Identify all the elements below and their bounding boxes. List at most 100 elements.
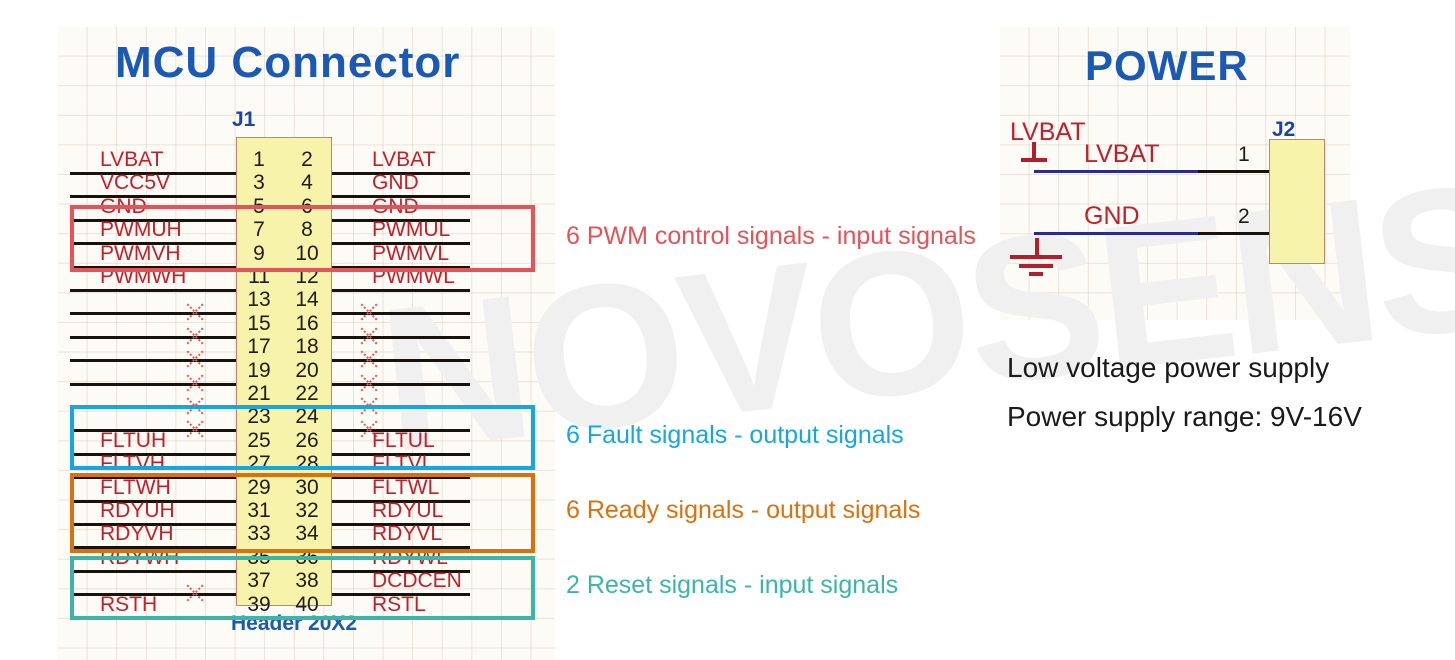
no-connect-x-icon	[184, 348, 206, 370]
pin-number: 13	[247, 288, 271, 312]
power-note-2: Power supply range: 9V-16V	[1007, 401, 1362, 432]
lvbat-battery-label: LVBAT	[1010, 118, 1086, 146]
wire-right	[332, 195, 470, 199]
wire-right	[332, 452, 470, 456]
wire-left	[70, 312, 236, 316]
net-label-left: PWMUH	[100, 218, 182, 242]
wire-left	[70, 195, 236, 199]
pin-number: 37	[247, 569, 271, 593]
pin-number: 31	[247, 499, 271, 522]
j1-connector-body[interactable]	[236, 137, 332, 606]
signal-group-box-fault[interactable]	[70, 405, 535, 470]
net-label-left: LVBAT	[100, 148, 164, 171]
wire-left	[70, 546, 236, 550]
pin-number: 30	[295, 475, 319, 499]
net-label-left: FLTWH	[100, 475, 171, 499]
net-label-right: RSTL	[372, 592, 426, 616]
net-label-right: PWMVL	[372, 241, 450, 265]
pin-number: 22	[295, 382, 319, 405]
pin-number: 2	[301, 148, 313, 171]
wire-right	[332, 265, 470, 269]
wire-right	[332, 523, 470, 526]
wire-right	[332, 569, 470, 573]
net-label-right: FLTWL	[372, 475, 440, 499]
power-wire-pin	[1198, 170, 1269, 173]
power-wire-blue	[1034, 232, 1200, 235]
no-connect-x-icon	[358, 372, 380, 394]
power-title: POWER	[1085, 42, 1249, 89]
pin-number: 15	[247, 311, 271, 335]
pin-number: 26	[295, 428, 319, 452]
wire-right	[332, 499, 470, 503]
signal-group-label-fault: 6 Fault signals - output signals	[566, 420, 904, 449]
net-label-right: GND	[372, 171, 419, 195]
net-label-left: RDYUH	[100, 499, 175, 522]
wire-right	[332, 312, 470, 316]
mcu-connector-title: MCU Connector	[115, 38, 461, 87]
wire-left	[70, 499, 236, 503]
net-label-right: DCDCEN	[372, 569, 462, 593]
wire-left	[70, 218, 236, 222]
pin-number: 24	[295, 405, 319, 429]
j1-refdes: J1	[232, 108, 256, 131]
net-label-right: FLTUL	[372, 428, 435, 452]
no-connect-x-icon	[184, 325, 206, 347]
signal-group-box-pwm[interactable]	[70, 205, 535, 272]
wire-right	[332, 242, 470, 246]
no-connect-x-icon	[184, 301, 206, 323]
pin-number: 19	[247, 358, 271, 382]
net-label-left: VCC5V	[100, 171, 171, 195]
pin-number: 1	[253, 148, 265, 171]
net-label-left: RSTH	[100, 592, 158, 616]
wire-left	[70, 242, 236, 246]
wire-left	[70, 382, 236, 386]
pin-number: 25	[247, 428, 271, 452]
net-label-right: RDYVL	[372, 522, 443, 546]
signal-group-box-reset[interactable]	[70, 556, 535, 620]
power-wire-pin	[1198, 232, 1269, 235]
power-pin-number: 1	[1238, 143, 1250, 166]
wire-right	[332, 218, 470, 222]
wire-left	[70, 265, 236, 269]
wire-right	[332, 429, 470, 433]
wire-left	[70, 452, 236, 456]
pin-number: 33	[247, 522, 271, 546]
pin-number: 17	[247, 335, 271, 359]
signal-group-box-ready[interactable]	[70, 473, 535, 553]
no-connect-x-icon	[358, 301, 380, 323]
pin-number: 3	[253, 171, 265, 195]
wire-right	[332, 382, 470, 386]
pin-number: 7	[253, 218, 265, 242]
j2-refdes: J2	[1272, 118, 1296, 141]
pin-number: 29	[247, 475, 271, 499]
net-label-left: FLTUH	[100, 428, 167, 452]
signal-group-label-ready: 6 Ready signals - output signals	[566, 496, 921, 524]
pin-number: 18	[295, 335, 319, 359]
wire-right	[332, 476, 470, 480]
wire-left	[70, 172, 236, 175]
power-pin-number: 2	[1238, 205, 1250, 228]
j2-connector-body[interactable]	[1269, 139, 1325, 264]
wire-right	[332, 335, 470, 339]
wire-right	[332, 359, 470, 363]
wire-left	[70, 359, 236, 363]
power-note-1: Low voltage power supply	[1007, 352, 1330, 383]
pin-number: 8	[301, 218, 313, 242]
no-connect-x-icon	[358, 325, 380, 347]
wire-left	[70, 335, 236, 339]
net-label-left: RDYVH	[100, 522, 174, 546]
pin-number: 20	[295, 358, 319, 382]
wire-right	[332, 593, 470, 597]
pin-number: 39	[247, 592, 271, 616]
no-connect-x-icon	[358, 348, 380, 370]
power-wire-blue	[1034, 170, 1200, 173]
pin-number: 40	[295, 592, 319, 616]
pin-number: 9	[253, 241, 265, 265]
pin-number: 16	[295, 311, 319, 335]
wire-left	[70, 476, 236, 480]
net-label-right: PWMUL	[372, 218, 451, 242]
power-net-label: LVBAT	[1084, 140, 1160, 168]
no-connect-x-icon	[184, 372, 206, 394]
wire-left	[70, 569, 236, 573]
